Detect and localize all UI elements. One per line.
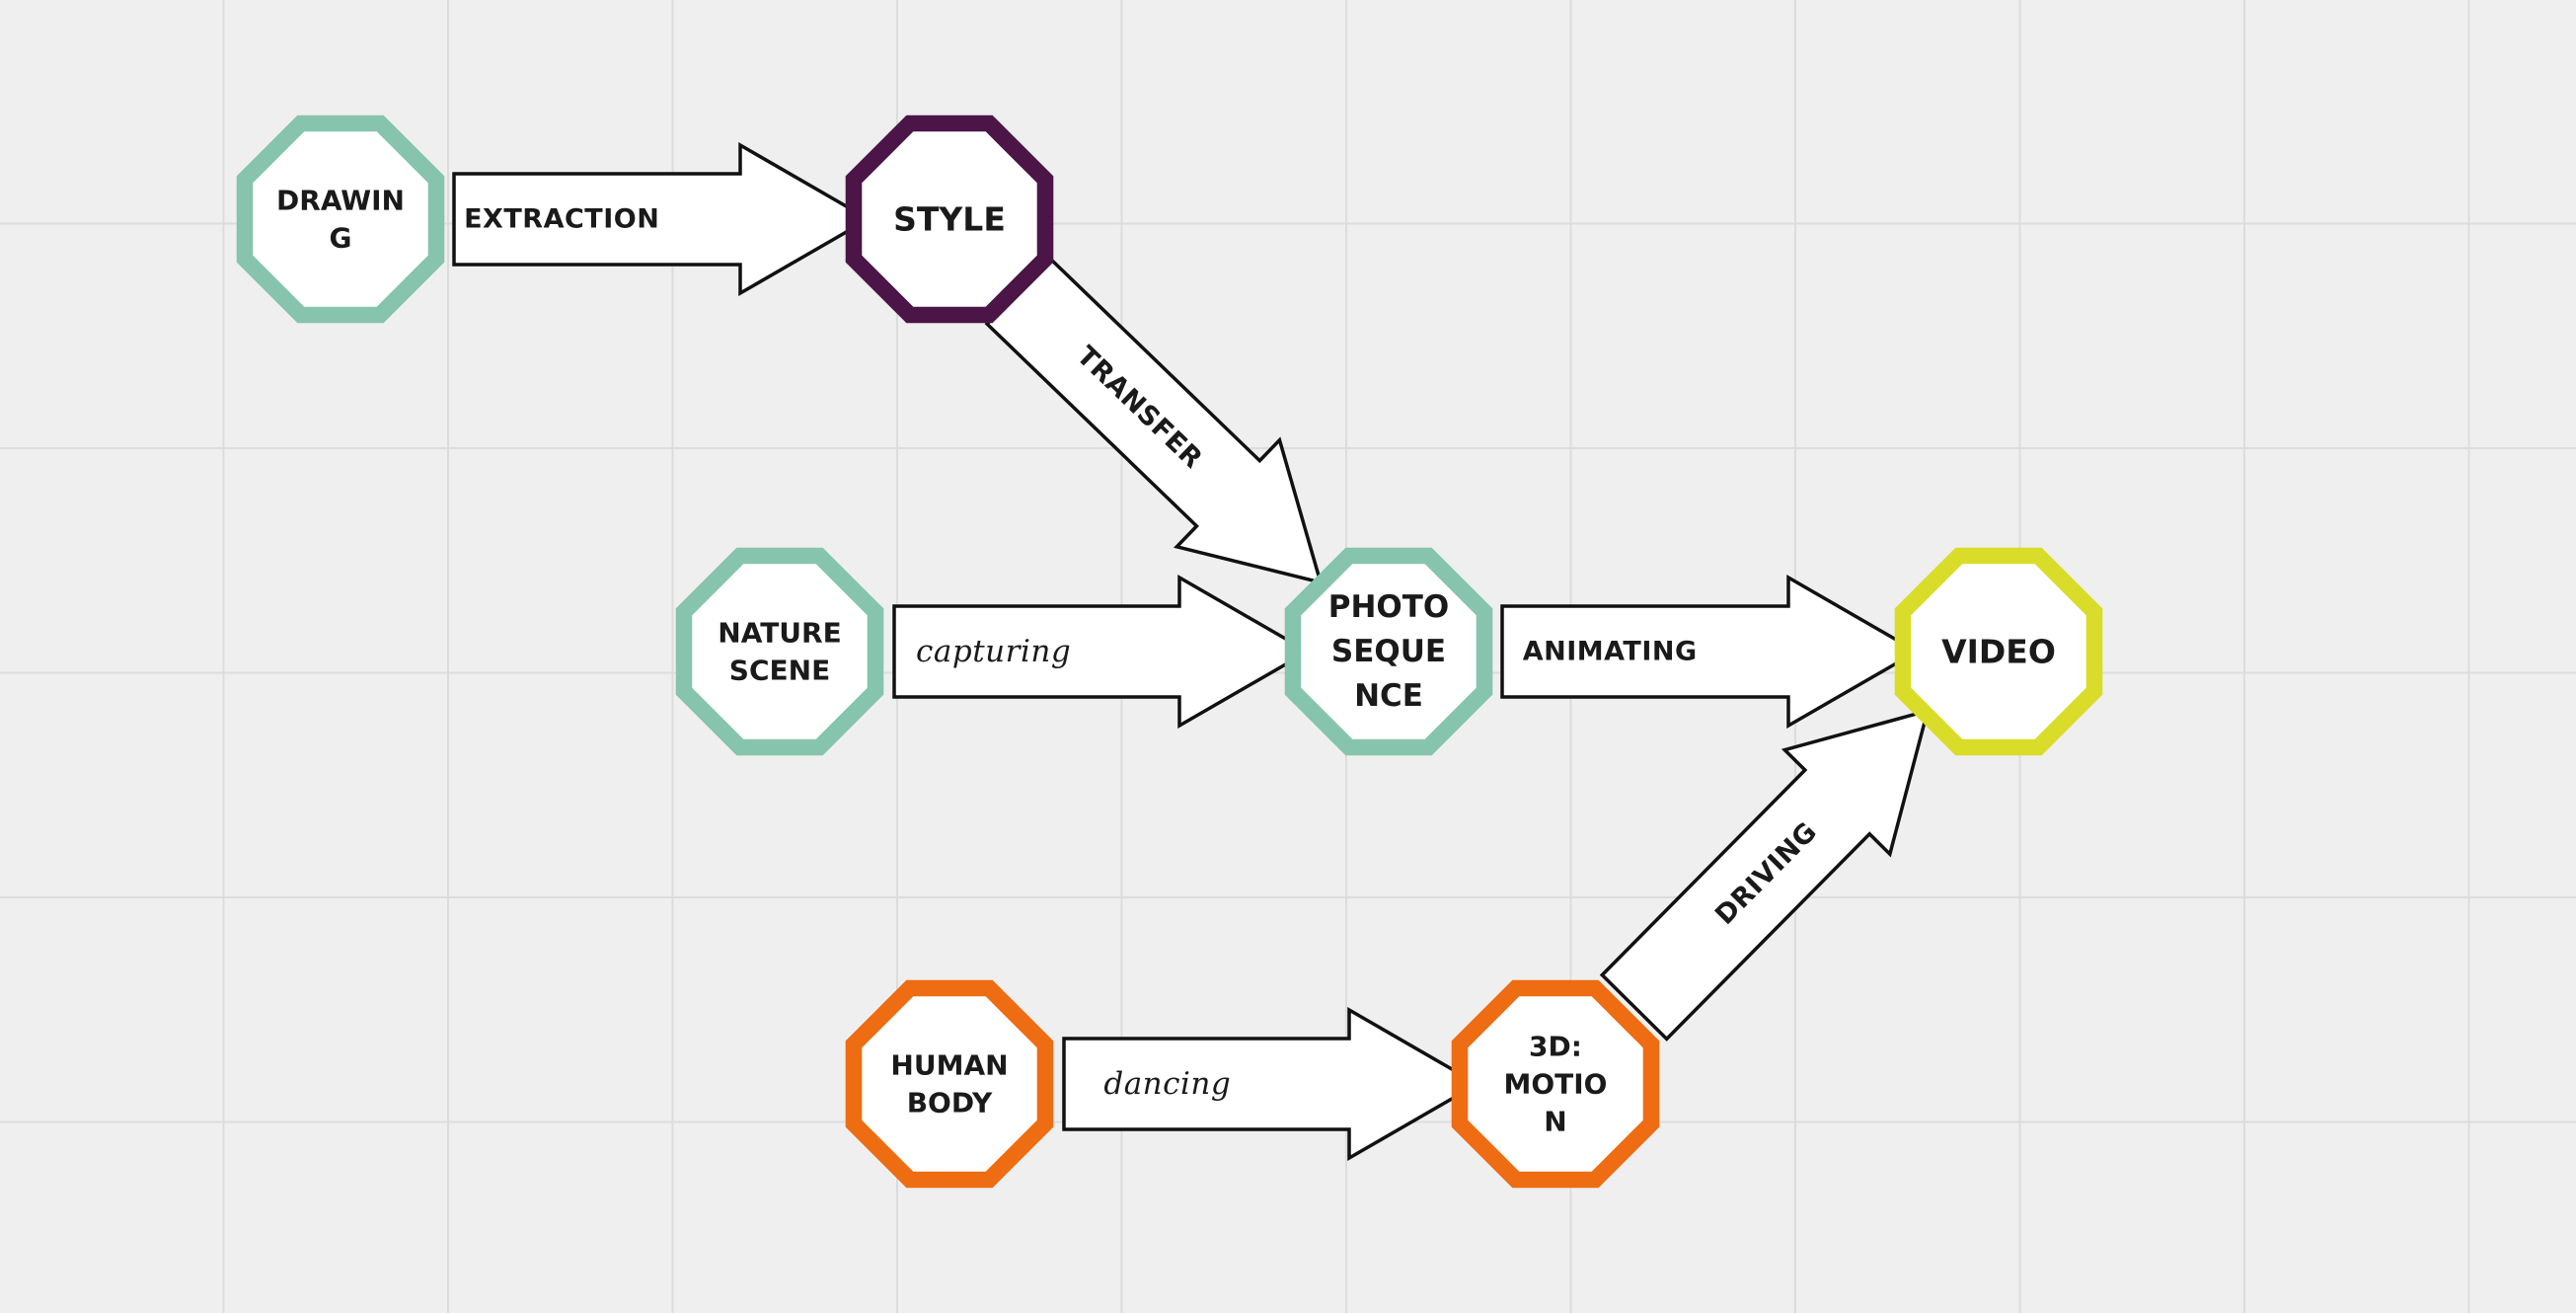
node-fill-human-body bbox=[862, 996, 1037, 1172]
arrow-shape-capturing bbox=[892, 574, 1312, 730]
arrow-shape-driving bbox=[1599, 708, 1931, 1042]
edge-label-dancing: dancing bbox=[1103, 1066, 1231, 1102]
arrow-shape-extraction bbox=[452, 141, 872, 297]
node-motion-3d[interactable]: 3D: MOTIO N bbox=[1451, 979, 1660, 1189]
node-label-line: SCENE bbox=[729, 655, 830, 687]
node-label-line: VIDEO bbox=[1941, 633, 2056, 671]
node-label-line: DRAWIN bbox=[276, 185, 405, 217]
node-nature-scene[interactable]: NATURE SCENE bbox=[675, 547, 884, 756]
arrow-animating: ANIMATING bbox=[1500, 574, 1921, 730]
arrow-capturing: capturing bbox=[892, 574, 1312, 730]
node-fill-nature-scene bbox=[692, 564, 868, 739]
node-label-line: NATURE bbox=[718, 617, 841, 650]
arrow-shape-transfer bbox=[984, 256, 1324, 585]
node-label-line: HUMAN bbox=[890, 1049, 1008, 1082]
node-drawing[interactable]: DRAWIN G bbox=[236, 115, 445, 324]
edge-label-extraction: EXTRACTION bbox=[464, 204, 659, 235]
arrow-shape-dancing bbox=[1062, 1006, 1481, 1162]
node-fill-motion-3d bbox=[1468, 996, 1643, 1172]
node-label-line: NCE bbox=[1354, 678, 1423, 714]
edge-label-capturing: capturing bbox=[916, 634, 1071, 669]
node-label-line: PHOTO bbox=[1328, 589, 1450, 625]
arrows-layer: EXTRACTION TRANSFER capturing ANIMATING danc… bbox=[452, 141, 1931, 1162]
node-label-line: SEQUE bbox=[1331, 634, 1446, 669]
node-label-line: MOTIO bbox=[1504, 1068, 1608, 1101]
node-label-line: BODY bbox=[907, 1087, 993, 1120]
arrow-transfer: TRANSFER bbox=[984, 256, 1324, 585]
node-human-body[interactable]: HUMAN BODY bbox=[845, 979, 1054, 1189]
edge-label-animating: ANIMATING bbox=[1523, 637, 1698, 667]
node-label-line: N bbox=[1544, 1106, 1566, 1138]
node-video[interactable]: VIDEO bbox=[1894, 547, 2103, 756]
node-photo-sequence[interactable]: PHOTO SEQUE NCE bbox=[1284, 547, 1493, 756]
node-style[interactable]: STYLE bbox=[845, 115, 1054, 324]
nodes-layer: DRAWIN G STYLE NATURE SCENE PHOTO SEQUE NCE VIDE… bbox=[236, 115, 2103, 1189]
node-fill-video bbox=[1911, 564, 2086, 739]
arrow-extraction: EXTRACTION bbox=[452, 141, 872, 297]
node-label-line: 3D: bbox=[1529, 1031, 1582, 1063]
arrow-shape-animating bbox=[1500, 574, 1921, 730]
node-fill-style bbox=[862, 131, 1037, 307]
node-label-line: STYLE bbox=[893, 200, 1006, 239]
node-fill-photo-sequence bbox=[1301, 564, 1477, 739]
node-label-line: G bbox=[330, 222, 352, 255]
arrow-dancing: dancing bbox=[1062, 1006, 1481, 1162]
node-fill-drawing bbox=[253, 131, 428, 307]
